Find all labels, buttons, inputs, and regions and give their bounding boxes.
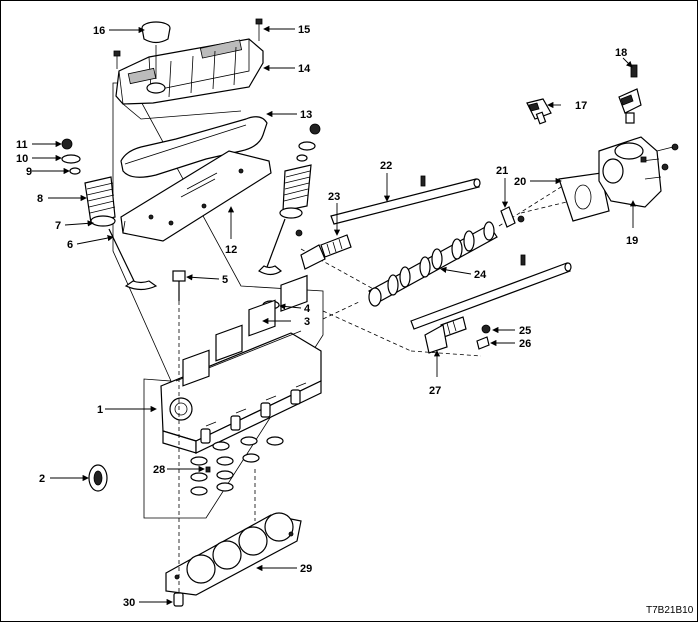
callout-labels: 1 2 3 4 5 6 7 8 9 10 11 12 13 14 15 16 1… bbox=[16, 24, 638, 609]
oil-filler-cap bbox=[141, 21, 171, 79]
cover-gasket bbox=[120, 116, 268, 178]
leader-lines bbox=[32, 25, 637, 606]
cylinder-head bbox=[160, 274, 322, 454]
callout-12: 12 bbox=[225, 244, 237, 256]
callout-23: 23 bbox=[328, 191, 340, 203]
cover-bolt bbox=[113, 18, 263, 69]
callout-1: 1 bbox=[97, 404, 103, 416]
port-gaskets bbox=[190, 436, 284, 496]
dowel-pin bbox=[173, 592, 184, 607]
bracket-bolt bbox=[500, 206, 525, 228]
callout-4: 4 bbox=[304, 303, 311, 315]
callout-25: 25 bbox=[519, 325, 531, 337]
head-bolt bbox=[172, 270, 186, 301]
callout-13: 13 bbox=[300, 109, 312, 121]
callout-27: 27 bbox=[429, 385, 441, 397]
housing-gasket bbox=[558, 172, 610, 222]
callout-18: 18 bbox=[615, 47, 627, 59]
distributor-housing bbox=[598, 136, 679, 208]
callout-5: 5 bbox=[222, 274, 228, 286]
callout-6: 6 bbox=[67, 239, 73, 251]
figure-code: T7B21B10 bbox=[646, 605, 694, 616]
callout-29: 29 bbox=[300, 563, 312, 575]
rocker-shaft-plug bbox=[481, 324, 491, 334]
valve-assembly-right bbox=[258, 123, 321, 276]
camshaft bbox=[368, 221, 498, 307]
callout-2: 2 bbox=[39, 473, 45, 485]
camshaft-seal bbox=[88, 464, 108, 492]
cylinder-head-group-outline bbox=[112, 82, 324, 519]
callout-15: 15 bbox=[298, 24, 310, 36]
head-gasket bbox=[165, 512, 302, 596]
rocker-arm-spring-lower bbox=[424, 316, 467, 354]
callout-10: 10 bbox=[16, 153, 28, 165]
callout-28: 28 bbox=[153, 464, 165, 476]
callout-21: 21 bbox=[496, 165, 508, 177]
rocker-shaft-lower bbox=[410, 254, 572, 330]
callout-22: 22 bbox=[380, 160, 392, 172]
callout-17: 17 bbox=[575, 100, 587, 112]
callout-24: 24 bbox=[474, 269, 487, 281]
callout-3: 3 bbox=[304, 316, 310, 328]
callout-20: 20 bbox=[514, 176, 526, 188]
coolant-sensor bbox=[618, 64, 642, 124]
rocker-shaft-upper bbox=[330, 175, 481, 225]
callout-8: 8 bbox=[37, 193, 43, 205]
callout-30: 30 bbox=[123, 597, 135, 609]
callout-26: 26 bbox=[519, 338, 531, 350]
callout-16: 16 bbox=[93, 25, 105, 37]
callout-9: 9 bbox=[26, 166, 32, 178]
callout-11: 11 bbox=[16, 139, 28, 151]
rocker-arm-spring-upper bbox=[295, 229, 352, 270]
spark-plug-cover-plate bbox=[120, 150, 272, 242]
callout-7: 7 bbox=[55, 220, 61, 232]
temperature-sensor bbox=[526, 98, 552, 125]
cylinder-head-cover bbox=[115, 38, 264, 120]
adjust-screw bbox=[476, 336, 490, 350]
callout-19: 19 bbox=[626, 235, 638, 247]
valve-assembly-left bbox=[61, 138, 158, 291]
callout-14: 14 bbox=[298, 63, 311, 75]
